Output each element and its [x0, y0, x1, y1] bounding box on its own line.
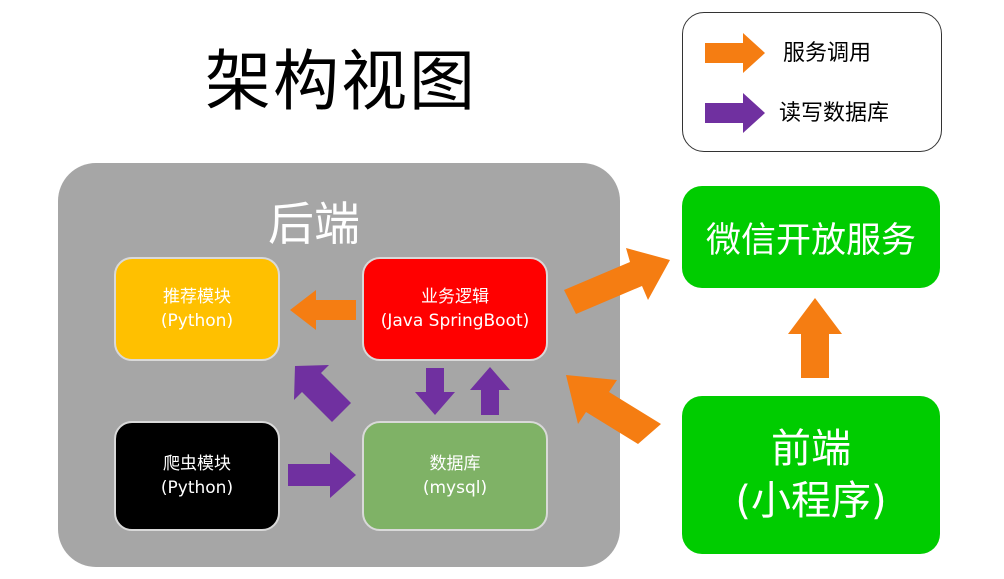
frontend-box: 前端 (小程序) [682, 396, 940, 554]
recommend-module-name: 推荐模块 [163, 287, 231, 307]
legend-db-rw-label: 读写数据库 [779, 101, 890, 126]
arrow-business-to-wechat [564, 248, 670, 314]
backend-title: 后端 [268, 197, 360, 251]
page-title: 架构视图 [205, 43, 477, 120]
crawler-module-name: 爬虫模块 [163, 454, 231, 474]
arrow-frontend-to-business [566, 375, 661, 444]
crawler-module-tech: (Python) [160, 478, 234, 498]
recommend-module: 推荐模块 (Python) [114, 257, 280, 361]
arrow-database-to-recommend [294, 365, 351, 422]
arrow-database-to-business [470, 367, 510, 415]
purple-arrow-legend-icon [705, 93, 765, 133]
arrow-business-to-recommend [290, 290, 356, 330]
business-logic-name: 业务逻辑 [421, 287, 489, 307]
wechat-open-service-box: 微信开放服务 [682, 186, 940, 288]
database-module: 数据库 (mysql) [362, 421, 548, 531]
database-module-name: 数据库 [429, 454, 481, 474]
business-logic-module: 业务逻辑 (Java SpringBoot) [362, 257, 548, 361]
recommend-module-tech: (Python) [160, 311, 234, 331]
database-module-tech: (mysql) [422, 478, 488, 498]
legend-service-call-label: 服务调用 [783, 41, 872, 66]
frontend-name: 前端 [771, 426, 851, 472]
wechat-open-service-label: 微信开放服务 [705, 220, 916, 261]
legend: 服务调用 读写数据库 [682, 12, 942, 152]
orange-arrow-legend-icon [705, 33, 765, 73]
arrow-frontend-to-wechat [788, 298, 842, 378]
frontend-tech: (小程序) [735, 478, 887, 524]
arrow-crawler-to-database [288, 452, 356, 498]
arrow-business-to-database [415, 368, 455, 415]
business-logic-tech: (Java SpringBoot) [380, 311, 530, 331]
crawler-module: 爬虫模块 (Python) [114, 421, 280, 531]
